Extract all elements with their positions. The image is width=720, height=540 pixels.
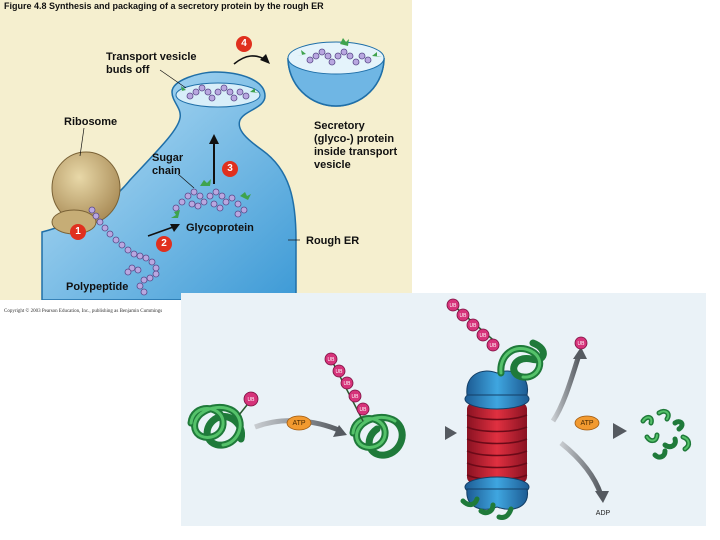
er-membrane <box>41 71 297 300</box>
proteasome <box>464 370 530 510</box>
glycoprotein-coil <box>172 188 248 218</box>
atp-badge-1: ATP <box>286 415 312 431</box>
folded-protein-2 <box>349 413 406 459</box>
svg-text:UB: UB <box>328 357 336 363</box>
figure-proteasome: UB ATP UB UB UB UB UB <box>181 293 706 526</box>
svg-text:UB: UB <box>460 313 468 319</box>
ubiquitin-tag-1: UB <box>238 391 259 416</box>
step-2-badge: 2 <box>156 236 172 252</box>
label-rough-er: Rough ER <box>306 235 360 247</box>
arrow-adp <box>559 441 604 496</box>
polypeptide-chain <box>88 206 160 296</box>
svg-text:UB: UB <box>344 381 352 387</box>
rough-er-illustration <box>41 38 385 300</box>
svg-text:UB: UB <box>578 341 586 347</box>
label-transport-vesicle: Transport vesicle <box>106 51 197 63</box>
svg-text:UB: UB <box>480 333 488 339</box>
sugar-chains <box>171 179 251 218</box>
svg-text:UB: UB <box>490 343 498 349</box>
label-ribosome: Ribosome <box>64 116 118 128</box>
label-buds-off: buds off <box>106 64 150 76</box>
arrow-step-2 <box>147 225 177 237</box>
folded-protein-1 <box>187 403 246 449</box>
peptide-fragments-highlight <box>642 410 690 450</box>
peptide-fragments-bottom <box>460 496 514 520</box>
label-secretory-1: Secretory <box>314 120 365 132</box>
proteasome-illustration: UB ATP UB UB UB UB UB <box>187 298 692 520</box>
svg-text:UB: UB <box>336 369 344 375</box>
svg-text:UB: UB <box>470 323 478 329</box>
step-3-badge: 3 <box>222 161 238 177</box>
label-secretory-2: (glyco-) protein <box>314 133 395 145</box>
label-secretory-4: vesicle <box>314 159 351 171</box>
arrow-ub-release <box>550 354 582 423</box>
svg-text:UB: UB <box>248 397 256 403</box>
step-4-badge: 4 <box>236 36 252 52</box>
adp-label: ADP <box>596 510 611 517</box>
figure-rough-er: Figure 4.8 Synthesis and packaging of a … <box>0 0 412 300</box>
svg-text:ATP: ATP <box>580 420 593 427</box>
label-chain: chain <box>152 165 181 177</box>
svg-text:ATP: ATP <box>292 420 305 427</box>
vesicle-protein <box>306 48 372 66</box>
folded-protein-3 <box>497 339 547 381</box>
ubiquitin-chain-2: UB UB UB UB UB <box>446 298 500 352</box>
svg-text:UB: UB <box>450 303 458 309</box>
label-secretory-3: inside transport <box>314 146 398 158</box>
figure-title: Figure 4.8 Synthesis and packaging of a … <box>4 1 324 11</box>
label-polypeptide: Polypeptide <box>66 281 129 293</box>
bud-protein <box>186 84 250 102</box>
label-sugar: Sugar <box>152 152 184 164</box>
svg-text:UB: UB <box>360 407 368 413</box>
svg-text:UB: UB <box>352 394 360 400</box>
copyright-text: Copyright © 2003 Pearson Education, Inc.… <box>4 309 163 314</box>
ubiquitin-chain-1: UB UB UB UB UB <box>324 352 370 422</box>
step-1-badge: 1 <box>70 224 86 240</box>
ubiquitin-released: UB <box>574 336 588 350</box>
atp-badge-2: ATP <box>574 415 600 431</box>
label-glycoprotein: Glycoprotein <box>186 222 254 234</box>
